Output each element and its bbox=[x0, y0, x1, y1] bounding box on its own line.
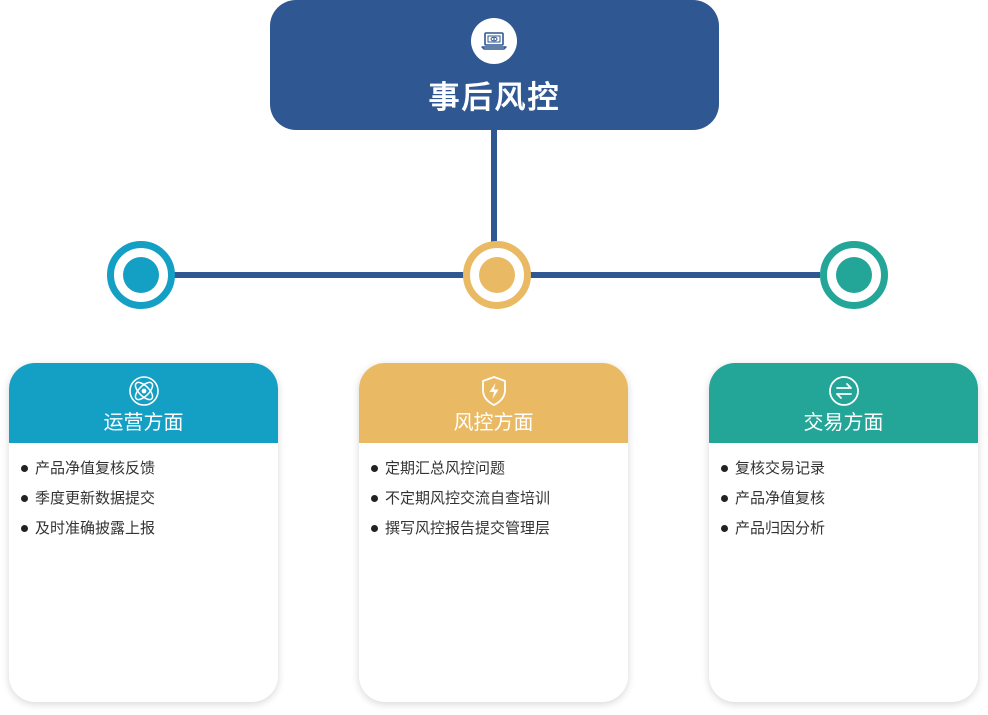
node-dot bbox=[123, 257, 159, 293]
card-item-list: 定期汇总风控问题 不定期风控交流自查培训 撰写风控报告提交管理层 bbox=[359, 443, 628, 543]
card-header: 运营方面 bbox=[9, 363, 278, 443]
list-item: 撰写风控报告提交管理层 bbox=[371, 513, 628, 543]
card-title: 风控方面 bbox=[453, 410, 534, 434]
list-item: 复核交易记录 bbox=[721, 453, 978, 483]
laptop-icon bbox=[471, 18, 517, 64]
list-item: 产品净值复核 bbox=[721, 483, 978, 513]
shield-lightning-icon bbox=[481, 376, 506, 406]
list-item: 不定期风控交流自查培训 bbox=[371, 483, 628, 513]
card-risk-control: 风控方面 定期汇总风控问题 不定期风控交流自查培训 撰写风控报告提交管理层 bbox=[359, 363, 628, 702]
card-item-list: 复核交易记录 产品净值复核 产品归因分析 bbox=[709, 443, 978, 543]
card-operations: 运营方面 产品净值复核反馈 季度更新数据提交 及时准确披露上报 bbox=[9, 363, 278, 702]
card-header: 风控方面 bbox=[359, 363, 628, 443]
node-trading bbox=[820, 241, 888, 309]
vertical-connector bbox=[491, 126, 497, 246]
list-item: 及时准确披露上报 bbox=[21, 513, 278, 543]
node-dot bbox=[836, 257, 872, 293]
exchange-arrows-icon bbox=[828, 376, 859, 406]
list-item: 产品净值复核反馈 bbox=[21, 453, 278, 483]
node-risk-control bbox=[463, 241, 531, 309]
list-item: 定期汇总风控问题 bbox=[371, 453, 628, 483]
node-operations bbox=[107, 241, 175, 309]
card-title: 运营方面 bbox=[103, 410, 184, 434]
atom-icon bbox=[128, 376, 159, 406]
card-title: 交易方面 bbox=[803, 410, 884, 434]
list-item: 产品归因分析 bbox=[721, 513, 978, 543]
top-node: 事后风控 bbox=[270, 0, 719, 130]
card-item-list: 产品净值复核反馈 季度更新数据提交 及时准确披露上报 bbox=[9, 443, 278, 543]
card-header: 交易方面 bbox=[709, 363, 978, 443]
list-item: 季度更新数据提交 bbox=[21, 483, 278, 513]
top-title: 事后风控 bbox=[428, 80, 561, 116]
card-trading: 交易方面 复核交易记录 产品净值复核 产品归因分析 bbox=[709, 363, 978, 702]
node-dot bbox=[479, 257, 515, 293]
